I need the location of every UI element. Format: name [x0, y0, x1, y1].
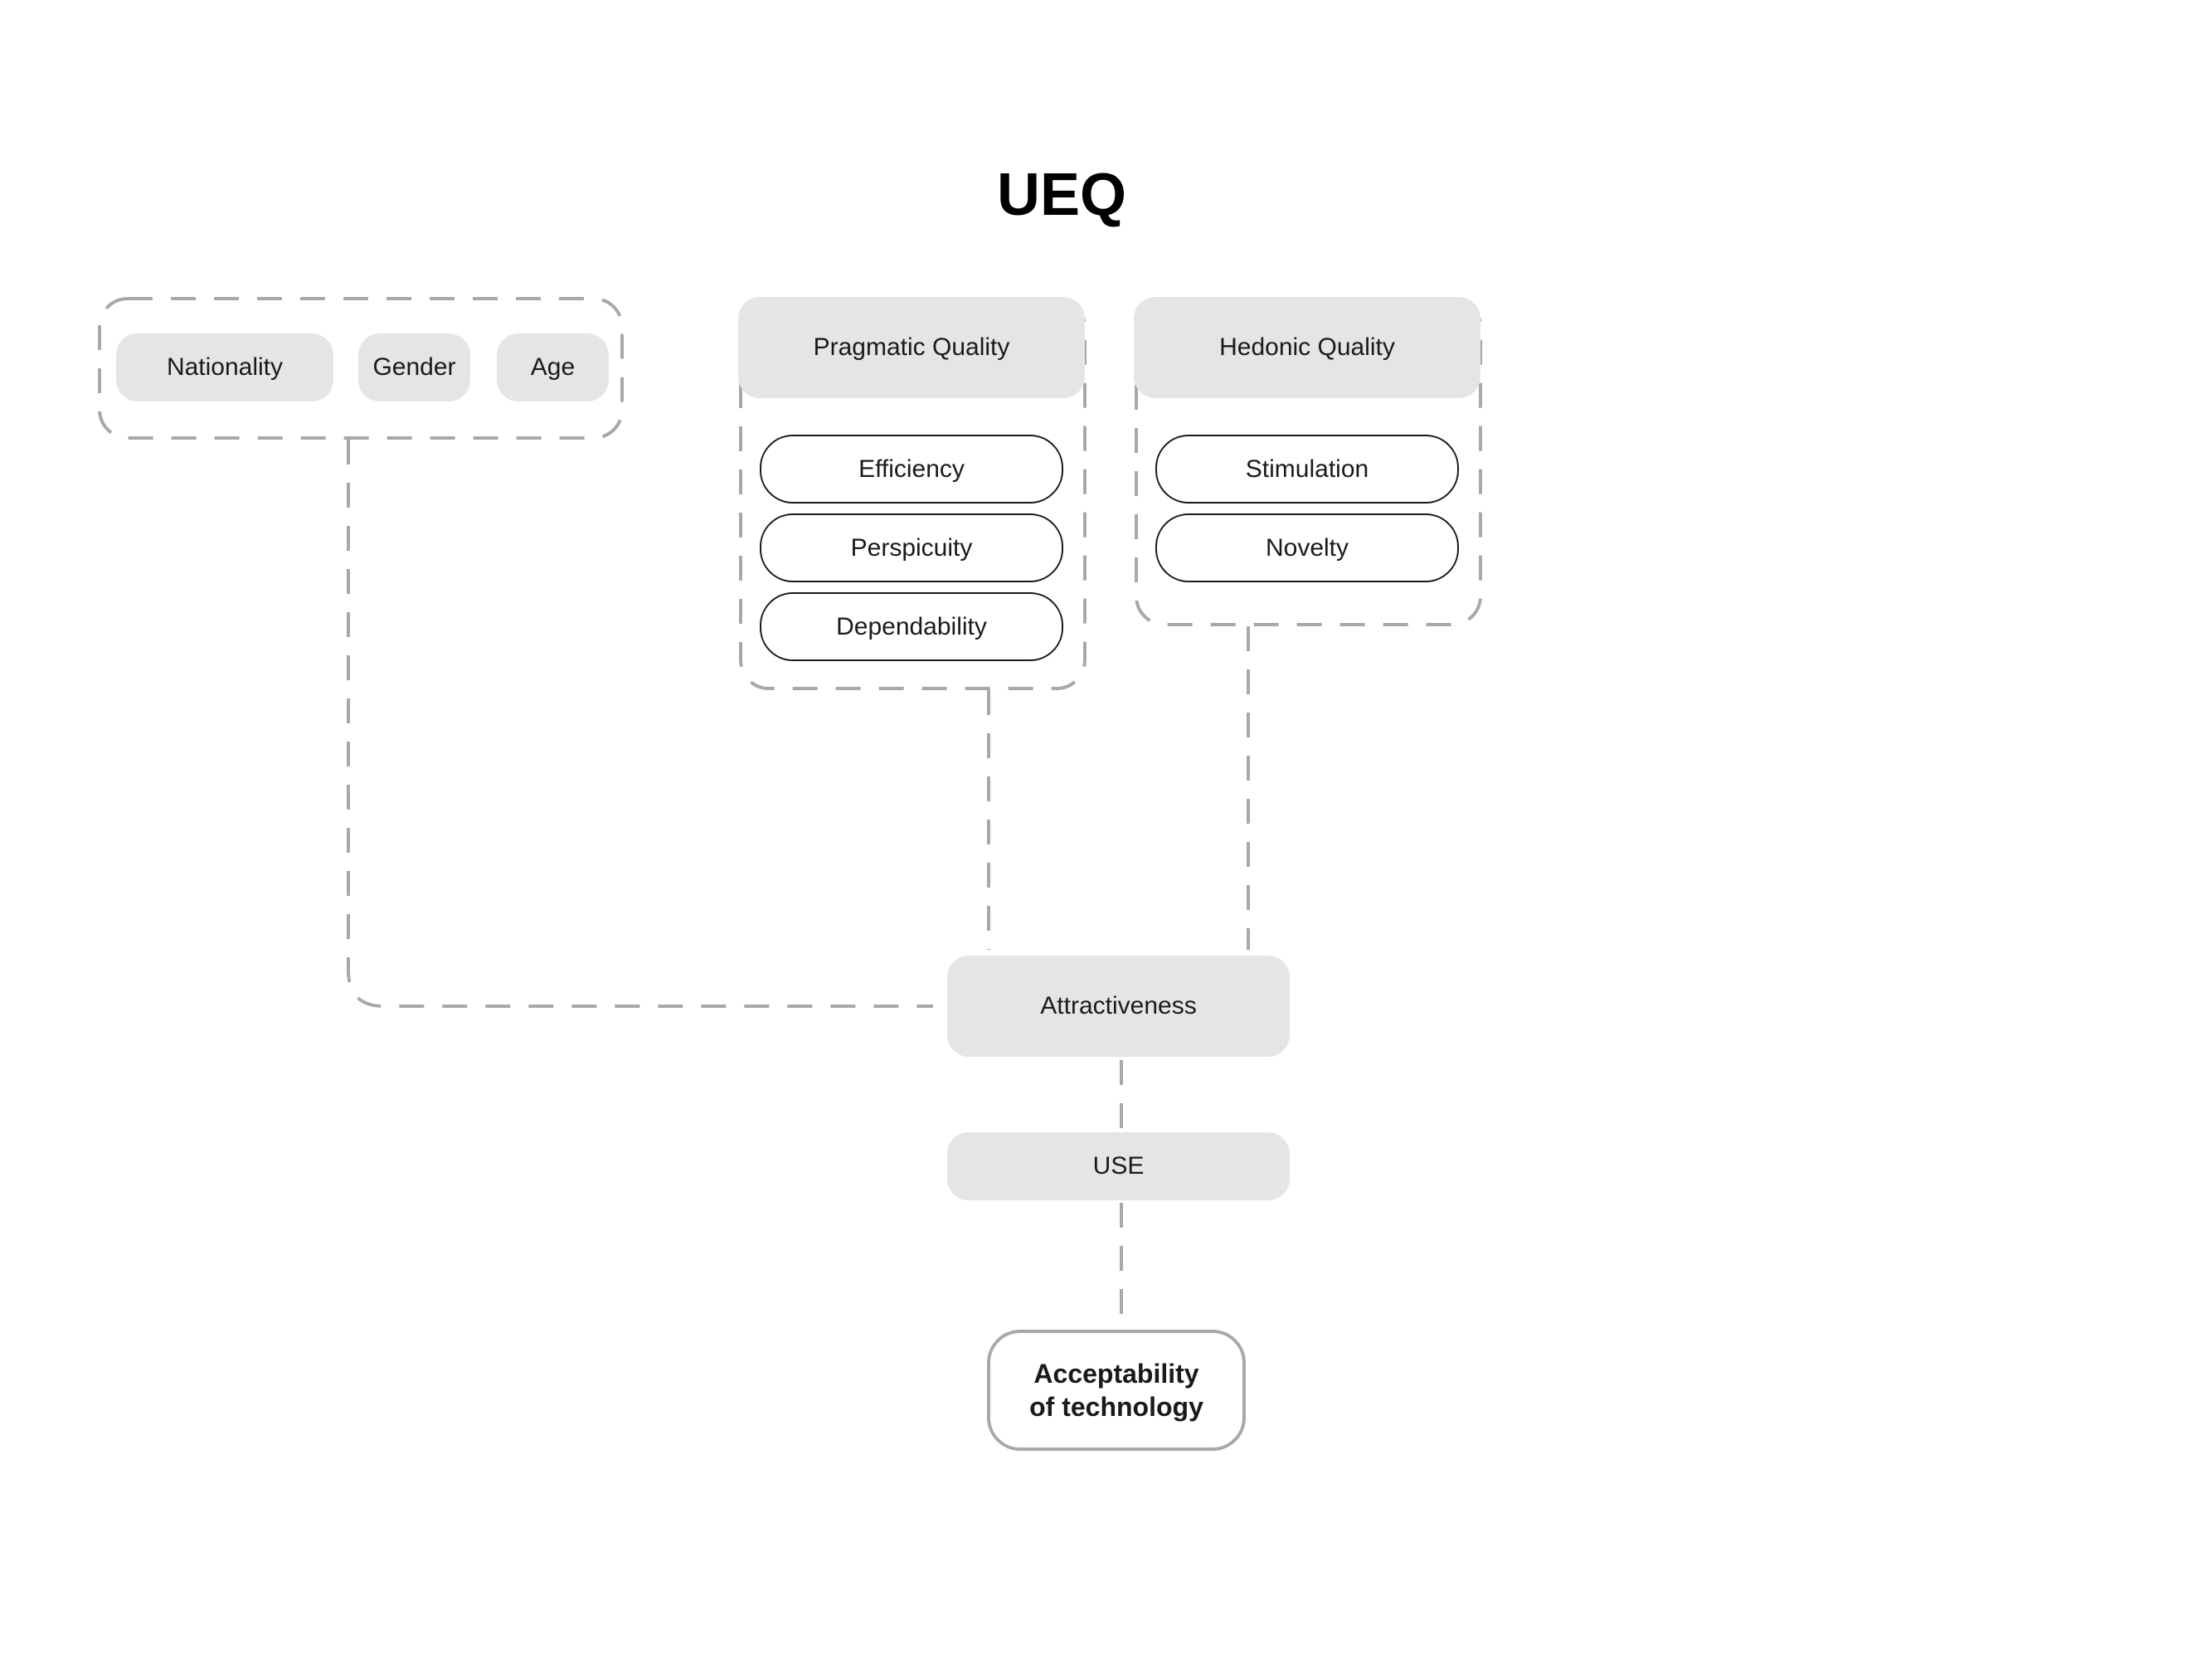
acceptability-line-2: of technology	[1029, 1392, 1203, 1422]
acceptability-node: Acceptability of technology	[987, 1330, 1246, 1451]
stimulation-node: Stimulation	[1155, 435, 1459, 504]
diagram-title: UEQ	[996, 162, 1127, 228]
use-node: USE	[947, 1132, 1290, 1200]
pragmatic-quality-node: Pragmatic Quality	[738, 297, 1085, 398]
perspicuity-node: Perspicuity	[760, 513, 1063, 582]
attractiveness-node: Attractiveness	[947, 956, 1290, 1057]
demographics-to-attractiveness-connector	[347, 440, 933, 1008]
acceptability-line-1: Acceptability	[1033, 1359, 1199, 1389]
gender-node: Gender	[358, 333, 470, 401]
efficiency-node: Efficiency	[760, 435, 1063, 504]
nationality-node: Nationality	[116, 333, 333, 401]
demographics-group-outline	[98, 297, 624, 440]
age-node: Age	[497, 333, 609, 401]
dependability-node: Dependability	[760, 592, 1063, 661]
hedonic-quality-node: Hedonic Quality	[1134, 297, 1480, 398]
novelty-node: Novelty	[1155, 513, 1459, 582]
